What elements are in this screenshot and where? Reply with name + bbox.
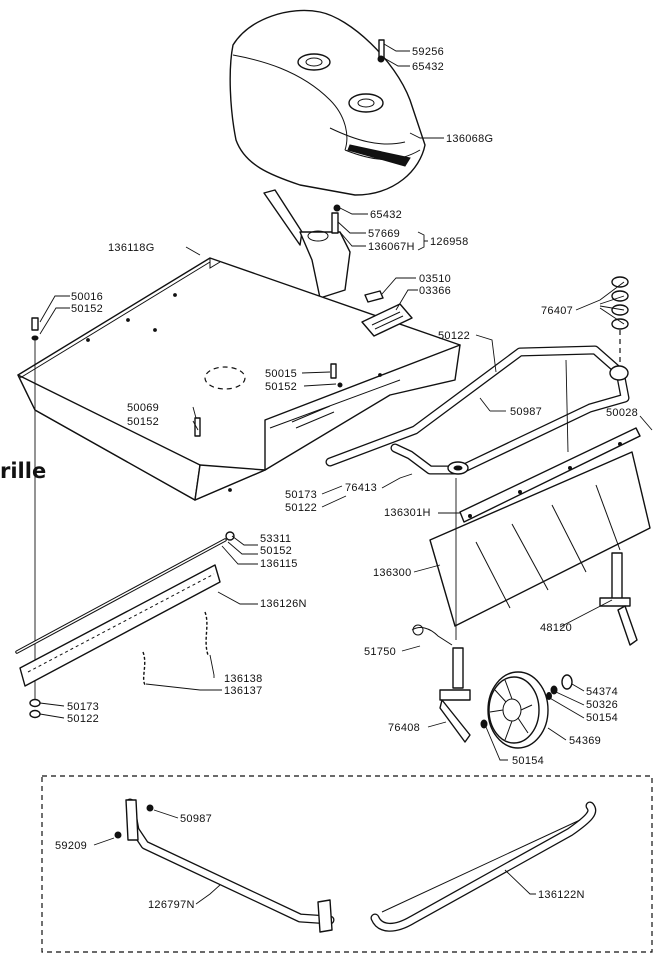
callout-54369: 54369 [569,735,601,747]
callout-50152: 50152 [260,545,292,557]
callout-53311: 53311 [260,533,291,545]
optional-kit-box [41,775,653,953]
callout-136067H: 136067H [368,241,415,253]
tow-bar-136122N [370,801,597,932]
callout-136068G: 136068G [446,133,493,145]
callout-03510: 03510 [419,273,451,285]
callout-65432: 65432 [370,209,402,221]
callout-65432: 65432 [412,61,444,73]
callout-50154: 50154 [512,755,544,767]
comb-bar [19,564,221,687]
callout-136300: 136300 [373,567,412,579]
leader-lines [39,43,653,905]
callout-136138: 136138 [224,673,263,685]
chain-right [204,611,209,656]
callout-50028: 50028 [606,407,638,419]
spacer-stack [611,276,629,365]
callout-57669: 57669 [368,228,400,240]
shield-rod [15,531,235,654]
callout-labels: 59256 65432 136068G 65432 57669 136067H … [55,46,638,911]
callout-136118G: 136118G [108,242,155,254]
callout-50122: 50122 [285,502,317,514]
deflector-hood [17,257,461,501]
callout-50987: 50987 [510,406,542,418]
flap [429,451,651,627]
wheel [487,671,549,749]
hopper-bolt [377,39,385,63]
callout-50987: 50987 [180,813,212,825]
callout-51750: 51750 [364,646,396,658]
callout-54374: 54374 [586,686,618,698]
hopper-body [229,9,426,196]
callout-136301H: 136301H [384,507,431,519]
tow-frame [325,345,630,475]
callout-136126N: 136126N [260,598,307,610]
callout-126797N: 126797N [148,899,195,911]
chain-left [142,651,147,687]
bottom-nut-stack [29,698,41,719]
callout-50016: 50016 [71,291,103,303]
callout-50152: 50152 [265,381,297,393]
callout-50154: 50154 [586,712,618,724]
callout-50122: 50122 [438,330,470,342]
callout-50152: 50152 [71,303,103,315]
callout-76413: 76413 [345,482,377,494]
callout-50173: 50173 [285,489,317,501]
caster-fork [439,647,471,743]
callout-03366: 03366 [419,285,451,297]
callout-126958: 126958 [430,236,469,248]
callout-59256: 59256 [412,46,444,58]
decal-small [364,290,384,303]
callout-76408: 76408 [388,722,420,734]
hood-bolt-50016 [31,317,39,341]
brand-logo: rille [0,459,46,483]
hopper-nut [333,204,341,212]
callout-48120: 48120 [540,622,572,634]
tow-bar-126797N [114,798,335,933]
lynch-pin [411,624,453,646]
hood-bolt-50015 [330,363,343,388]
callout-50069: 50069 [127,402,159,414]
callout-50015: 50015 [265,368,297,380]
callout-50122: 50122 [67,713,99,725]
brush-bar [459,427,641,523]
callout-50173: 50173 [67,701,99,713]
hitch-pin [599,552,638,646]
callout-136115: 136115 [260,558,298,570]
callout-136122N: 136122N [538,889,585,901]
hood-bolt-50069 [194,417,201,437]
callout-76407: 76407 [541,305,573,317]
wheel-hardware [480,674,573,729]
callout-50326: 50326 [586,699,618,711]
decal-large [361,303,413,337]
callout-50152: 50152 [127,416,159,428]
callout-136137: 136137 [224,685,263,697]
callout-59209: 59209 [55,840,87,852]
